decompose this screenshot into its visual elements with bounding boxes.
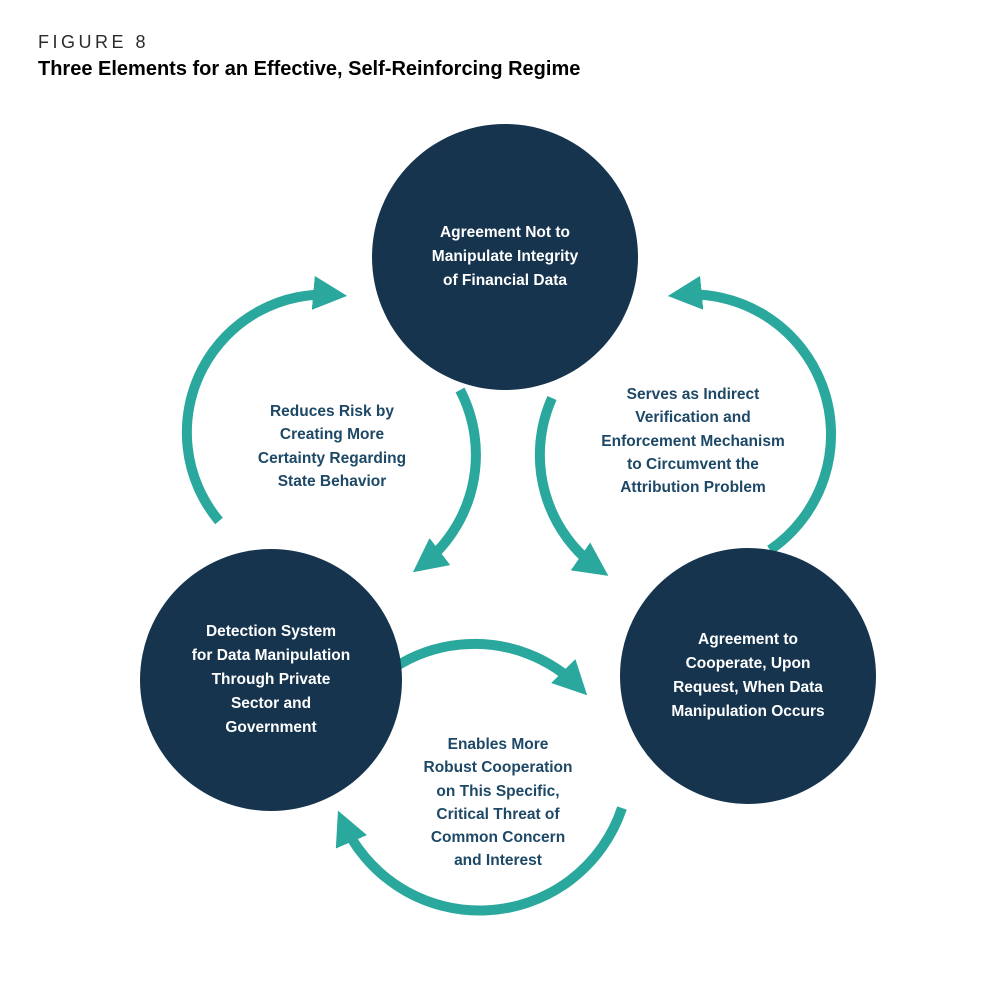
node-detection-system: Detection System for Data Manipulation T…: [140, 549, 402, 811]
edge-label-indirect-verification: Serves as Indirect Verification and Enfo…: [601, 386, 785, 496]
node-label: Detection System for Data Manipulation T…: [191, 622, 351, 737]
node-label: Agreement to Cooperate, Upon Request, Wh…: [671, 630, 825, 721]
edge-label-reduces-risk: Reduces Risk by Creating More Certainty …: [257, 403, 407, 490]
node-label: Agreement Not to Manipulate Integrity of…: [431, 223, 579, 289]
node-agreement-to-cooperate: Agreement to Cooperate, Upon Request, Wh…: [620, 548, 876, 804]
figure-title: Three Elements for an Effective, Self-Re…: [38, 58, 581, 80]
edge-label-enables-cooperation: Enables More Robust Cooperation on This …: [423, 736, 573, 870]
node-agreement-not-to-manipulate: Agreement Not to Manipulate Integrity of…: [372, 124, 638, 390]
figure-label: FIGURE 8: [38, 32, 150, 52]
